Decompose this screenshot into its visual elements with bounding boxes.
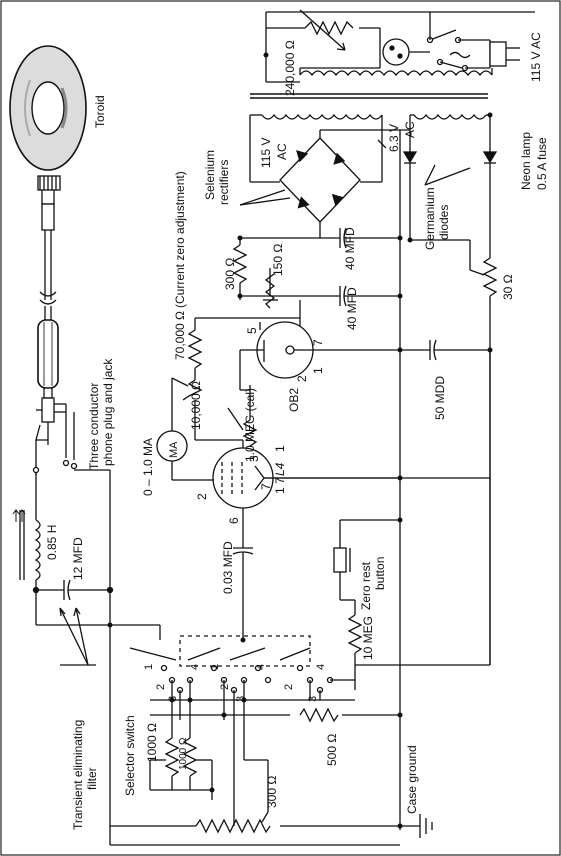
selenium-bridge-rectifier [250,129,410,238]
label-three-conductor: Three conductor [87,383,101,470]
label-rectifiers: rectifiers [217,160,231,205]
probe-cable-icon [35,175,66,445]
ob2-tube [240,321,400,379]
label-current-zero: (Current zero adjustment) [173,171,187,308]
resistor-300ohm [232,244,248,284]
label-ob2-pin1: 1 [311,367,325,374]
label-ob2-pin5: 5 [245,327,259,334]
label-germanium: Germanium [423,187,437,250]
label-l4: L4 [273,462,287,476]
fuse-icon [449,51,471,59]
label-ob2-pin7: 7 [311,339,325,346]
selector-contacts [160,664,334,694]
selector-gang-outline [179,635,311,667]
capacitor-12mfd [36,579,110,601]
potentiometer-1000ohm-a [164,720,180,790]
label-l4-pin2: 2 [195,493,209,500]
label-70k: 70,000 Ω [173,311,187,360]
label-40mfd-b: 40 MFD [345,287,359,330]
label-115vac: 115 V AC [529,32,543,82]
label-1meg-cal: 1.0 MEG (cal) [243,388,257,462]
label-ob2: OB2 [287,388,301,412]
label-500ohm: 500 Ω [325,734,339,766]
sw-c-2: 2 [283,684,295,690]
label-10meg: 10 MEG [361,616,375,660]
label-12mfd: 12 MFD [71,537,85,580]
label-l4-pin3: 3 [247,455,261,462]
sw-b-4: 4 [255,664,267,670]
resistor-1meg-cal [242,419,258,447]
label-zero-rest: Zero rest [359,561,373,610]
label-button: button [373,557,387,590]
sw-b-2: 2 [219,684,231,690]
label-1000ohm-a: 1000 Ω [145,723,159,762]
toroid-icon [9,45,87,171]
label-filter: filter [85,767,99,790]
label-l4-pin6: 6 [227,517,241,524]
sw-a-3: 3 [167,696,179,702]
neon-lamp-icon [382,38,410,66]
label-1000ohm-b: 1000 Ω [178,737,189,770]
label-0.03mfd: 0.03 MFD [221,541,235,594]
label-selector-switch: Selector switch [123,715,137,796]
label-40mfd-a: 40 MFD [343,227,357,270]
label-phone-plug: phone plug and jack [101,358,115,466]
label-300ohm-b: 300 Ω [265,776,279,808]
label-150ohm: 150 Ω [271,244,285,276]
label-50mdd: 50 MDD [433,376,447,420]
potentiometer-300ohm [195,818,271,834]
label-toroid: Toroid [93,95,107,128]
sw-b-1: 1 [209,664,221,670]
label-115v-ac: AC [275,143,289,160]
sw-c-3: 3 [307,696,319,702]
label-selenium: Selenium [203,150,217,200]
resistor-240k [304,20,354,36]
zero-rest-button-icon [333,519,400,600]
resistor-70k [187,329,203,369]
label-l4-pin7: 7 [259,483,273,490]
potentiometer-1000ohm-b [182,720,198,790]
germanium-diodes [402,150,498,240]
potentiometer-30ohm [482,257,498,297]
label-fuse: 0.5 A fuse [535,137,549,190]
transformer-secondary-6.3v [413,113,487,120]
sw-a-4: 4 [189,664,201,670]
sw-a-1: 1 [143,664,155,670]
label-meter: MA [168,441,180,458]
inductor-0.85H [12,509,41,625]
label-neon-lamp: Neon lamp [519,132,533,190]
label-6.3v-ac: AC [403,121,417,138]
label-l4-pin17: 1 7 [273,477,287,494]
label-300ohm: 300 Ω [223,258,237,290]
resistor-500ohm [299,707,339,723]
label-10k: 10,000 Ω [189,381,203,430]
label-ob2-pin2: 2 [295,375,309,382]
junction-dots [107,52,493,829]
label-30ohm: 30 Ω [501,274,515,300]
label-240k: 240,000 Ω [283,40,297,96]
label-diodes: diodes [437,205,451,240]
transformer-primary [299,70,493,77]
sw-b-3: 3 [235,696,247,702]
label-meter-range: 0 – 1.0 MA [141,438,155,496]
label-case-ground: Case ground [405,745,419,814]
ac-plug-icon [489,40,520,68]
pot-10k [182,379,203,401]
label-l4-pin1: 1 [273,445,287,452]
label-inductor: 0.85 H [45,525,59,560]
resistor-150ohm [264,273,276,309]
sw-c-4: 4 [315,664,327,670]
transformer-secondary-115v [261,113,383,120]
resistor-10meg [347,614,363,654]
label-115v-primary: 115 V [259,138,273,168]
label-6.3v: 6.3 V [387,124,401,152]
label-transient: Transient eliminating [71,720,85,830]
case-ground-icon [400,814,433,838]
sw-a-2: 2 [155,684,167,690]
